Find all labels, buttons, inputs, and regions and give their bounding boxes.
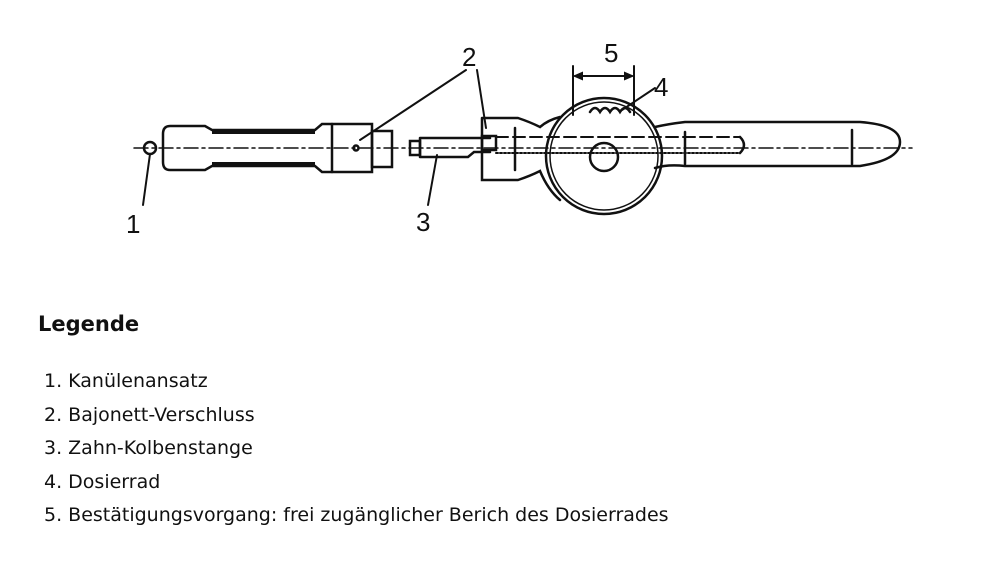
wheel-hub [588, 141, 620, 173]
leader-lines [142, 69, 656, 206]
callout-1: 1 [126, 209, 140, 239]
legend-item: 1. Kanülenansatz [44, 370, 208, 392]
needle-adapter-part [142, 122, 394, 174]
dimension-5 [572, 65, 635, 116]
callout-5: 5 [604, 38, 618, 68]
callout-4: 4 [654, 72, 668, 102]
legend-title: Legende [38, 312, 140, 336]
legend-item: 2. Bajonett-Verschluss [44, 403, 255, 426]
callout-2: 2 [462, 42, 476, 72]
legend-item: 5. Bestätigungsvorgang: frei zugängliche… [44, 504, 669, 527]
legend-item: 4. Dosierrad [44, 470, 161, 493]
dosing-device-drawing: 1 2 3 4 5 [126, 38, 913, 239]
dosing-wheel [544, 96, 664, 216]
rack-plunger-rod [408, 136, 492, 159]
housing-body [480, 96, 902, 216]
legend-item: 3. Zahn-Kolbenstange [44, 437, 253, 460]
callout-3: 3 [416, 207, 430, 237]
legend-list: 1. Kanülenansatz 2. Bajonett-Verschluss … [44, 366, 669, 534]
